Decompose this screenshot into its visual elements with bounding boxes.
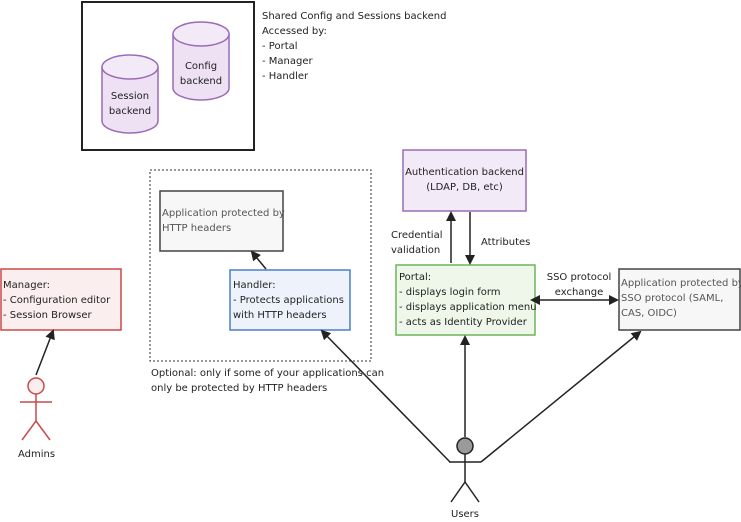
app-sso-box [618, 268, 741, 331]
sso-exchange-label: SSO protocol exchange [540, 270, 618, 300]
portal-line: Portal: [399, 272, 432, 283]
sso-exchange-line: SSO protocol [546, 272, 612, 283]
shared-backend-box [81, 1, 255, 151]
portal-line: - acts as Identity Provider [399, 317, 527, 328]
credential-line: Credential [391, 230, 443, 241]
app-http-label: Application protected by HTTP headers [162, 206, 285, 236]
handler-label: Handler: - Protects applications with HT… [233, 278, 344, 323]
manager-box [0, 268, 122, 331]
config-backend-line: Config [184, 61, 218, 72]
config-backend-label: Config backend [173, 59, 229, 89]
admins-label: Admins [18, 449, 56, 460]
handler-line: with HTTP headers [233, 310, 327, 321]
sso-exchange-line: exchange [554, 287, 604, 298]
arrow-admins-to-manager [35, 329, 55, 376]
arrow-handler-to-app [250, 250, 267, 270]
auth-backend-line: (LDAP, DB, etc) [426, 182, 503, 193]
session-backend-line: Session [110, 91, 150, 102]
app-http-box [159, 190, 284, 252]
portal-box [395, 264, 536, 336]
app-sso-line: SSO protocol (SAML, [621, 293, 724, 304]
backend-note-item: - Portal [262, 41, 298, 52]
app-sso-line: Application protected by [621, 278, 741, 289]
arrow-users-to-sso-app [480, 330, 642, 463]
config-backend-line: backend [179, 76, 223, 87]
handler-box [229, 269, 351, 331]
handler-line: Handler: [233, 280, 276, 291]
backend-note-title: Shared Config and Sessions backend [262, 11, 447, 22]
credential-validation-label: Credential validation [391, 228, 442, 258]
backend-note-item: - Handler [262, 71, 309, 82]
session-backend-line: backend [108, 106, 152, 117]
app-sso-label: Application protected by SSO protocol (S… [621, 276, 741, 321]
app-http-line: Application protected by [162, 208, 285, 219]
config-backend-cylinder [172, 21, 230, 101]
optional-note-line: Optional: only if some of your applicati… [151, 368, 385, 379]
users-actor-icon [449, 437, 481, 503]
portal-label: Portal: - displays login form - displays… [399, 270, 537, 330]
auth-backend-box [402, 149, 527, 212]
session-backend-cylinder [101, 54, 159, 134]
handler-line: - Protects applications [233, 295, 344, 306]
optional-note-line: only be protected by HTTP headers [151, 383, 328, 394]
backend-note-accessed-by: Accessed by: [262, 26, 327, 37]
manager-line: - Session Browser [3, 310, 92, 321]
app-http-line: HTTP headers [162, 223, 232, 234]
manager-line: - Configuration editor [3, 295, 111, 306]
admins-actor-icon [20, 377, 52, 441]
session-backend-label: Session backend [102, 89, 158, 119]
optional-note: Optional: only if some of your applicati… [151, 366, 384, 396]
auth-backend-label: Authentication backend (LDAP, DB, etc) [403, 165, 526, 195]
manager-label: Manager: - Configuration editor - Sessio… [3, 278, 110, 323]
backend-note-item: - Manager [262, 56, 313, 67]
manager-line: Manager: [3, 280, 51, 291]
attributes-label: Attributes [481, 237, 531, 248]
credential-line: validation [391, 245, 441, 256]
arrow-users-to-handler [320, 329, 451, 463]
auth-backend-line: Authentication backend [405, 167, 524, 178]
app-sso-line: CAS, OIDC) [621, 308, 677, 319]
portal-line: - displays login form [399, 287, 501, 298]
backend-note: Shared Config and Sessions backend Acces… [262, 9, 446, 84]
optional-container [149, 169, 372, 362]
portal-line: - displays application menu [399, 302, 537, 313]
users-label: Users [451, 509, 480, 520]
